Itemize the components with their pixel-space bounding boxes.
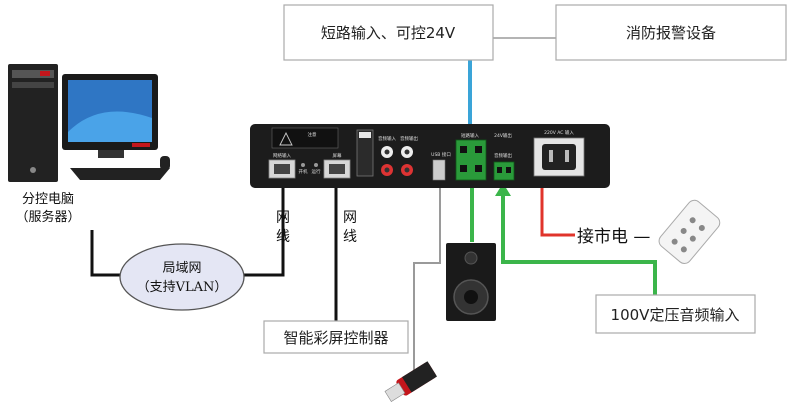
- pc-to-lan-cable: [90, 230, 120, 277]
- panel-led-1-label: 开机: [299, 168, 308, 175]
- short-circuit-input-label: 短路输入、可控24V: [321, 24, 456, 42]
- panel-speaker-out-label: 音频输出: [494, 152, 512, 159]
- connectors: [90, 37, 657, 370]
- constant-voltage-audio-input-label: 100V定压音频输入: [611, 306, 740, 324]
- panel-audio-out-label: 音频输出: [400, 135, 418, 142]
- panel-short-in-label: 短路输入: [461, 132, 479, 139]
- fire-alarm-device-box: 消防报警设备: [555, 4, 787, 61]
- speaker-icon: [446, 243, 496, 321]
- device-panel: 注意 网络输入 开机 运行 屏幕 音频输入 音频输出 USB 接口 短路输入: [250, 124, 610, 188]
- lan-to-device-cable: [244, 175, 285, 277]
- panel-net-port-label: 网络输入: [273, 152, 291, 159]
- panel-warning-text: 注意: [308, 131, 317, 138]
- computer-icon: [8, 64, 170, 182]
- mains-power-label: 接市电 —: [577, 227, 650, 247]
- panel-power-in-label: 220V AC 输入: [544, 129, 574, 136]
- mains-cable: [540, 180, 575, 237]
- lan-label: 局域网: [162, 261, 201, 276]
- panel-audio-in-label: 音频输入: [378, 135, 396, 142]
- branch-pc-label: 分控电脑: [22, 192, 74, 207]
- cable-label-1-char1: 网: [276, 210, 290, 226]
- panel-24v-label: 24V输出: [494, 132, 512, 139]
- panel-led-2-label: 运行: [312, 168, 321, 175]
- green-arrow: [495, 183, 511, 196]
- usb-cable: [413, 182, 441, 370]
- cable-label-2-char1: 网: [343, 210, 357, 226]
- power-strip-icon: [658, 199, 721, 264]
- cable-label-2-char2: 线: [343, 229, 357, 245]
- panel-screen-port-label: 屏幕: [333, 152, 342, 159]
- smart-screen-controller-label: 智能彩屏控制器: [283, 329, 388, 347]
- panel-usb-label: USB 接口: [431, 151, 451, 158]
- usb-drive-icon: [384, 361, 438, 402]
- cable-label-1-char2: 线: [276, 229, 290, 245]
- audio-input-cable: [501, 188, 657, 295]
- branch-pc-sublabel: （服务器）: [15, 209, 80, 225]
- lan-cloud: 局域网 （支持VLAN）: [119, 243, 245, 311]
- short-circuit-input-box: 短路输入、可控24V: [283, 4, 494, 61]
- constant-voltage-audio-input-box: 100V定压音频输入: [595, 294, 756, 334]
- lan-sublabel: （支持VLAN）: [137, 280, 228, 295]
- smart-screen-controller-box: 智能彩屏控制器: [263, 320, 409, 354]
- fire-alarm-device-label: 消防报警设备: [626, 24, 716, 42]
